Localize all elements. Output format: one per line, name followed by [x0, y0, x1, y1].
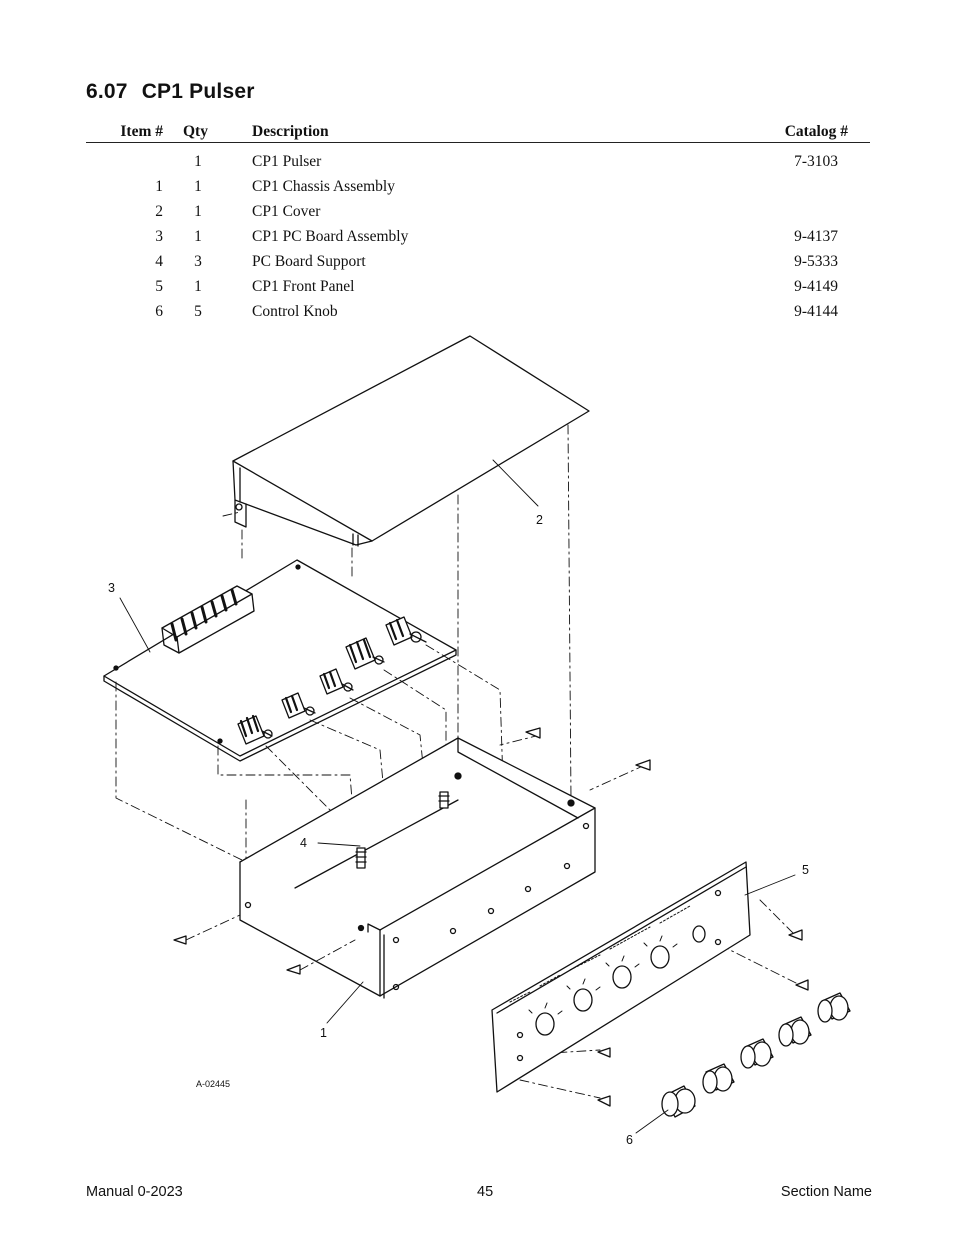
header-description: Description — [252, 123, 329, 140]
control-knob — [661, 1085, 696, 1118]
footer-manual: Manual 0-2023 — [86, 1184, 183, 1200]
pc-board-support — [355, 791, 450, 869]
cell-description: CP1 PC Board Assembly — [252, 228, 409, 245]
callout-leaders — [119, 459, 796, 1134]
header-qty: Qty — [183, 123, 208, 140]
cell-description: CP1 Front Panel — [252, 278, 355, 295]
pc-board-part — [103, 559, 457, 762]
terminal-strip — [161, 585, 255, 654]
potentiometer — [281, 692, 316, 719]
cell-item: 2 — [155, 203, 163, 220]
cell-catalog: 7-3103 — [794, 153, 838, 170]
cell-qty: 5 — [194, 303, 202, 320]
potentiometer — [345, 637, 385, 670]
table-row: 2 1 CP1 Cover — [86, 200, 870, 225]
callout-4: 4 — [300, 836, 307, 850]
cell-qty: 1 — [194, 178, 202, 195]
cell-description: Control Knob — [252, 303, 338, 320]
section-title: CP1 Pulser — [141, 80, 255, 103]
control-knob — [702, 1063, 735, 1094]
screw-icon — [173, 727, 809, 1107]
callout-2: 2 — [536, 513, 543, 527]
header-item: Item # — [120, 123, 163, 140]
control-knob — [740, 1038, 774, 1069]
parts-list-table: Item # Qty Description Catalog # 1 CP1 P… — [86, 120, 870, 325]
cell-item: 5 — [155, 278, 163, 295]
cell-item: 1 — [155, 178, 163, 195]
cell-qty: 3 — [194, 253, 202, 270]
callout-6: 6 — [626, 1133, 633, 1147]
cell-qty: 1 — [194, 153, 202, 170]
header-catalog: Catalog # — [784, 123, 848, 140]
callout-5: 5 — [802, 863, 809, 877]
cell-qty: 1 — [194, 203, 202, 220]
control-knob — [778, 1016, 812, 1047]
section-number: 6.07 — [86, 80, 128, 103]
table-row: 3 1 CP1 PC Board Assembly 9-4137 — [86, 225, 870, 250]
cell-catalog: 9-4149 — [794, 278, 838, 295]
footer-section-name: Section Name — [780, 1184, 872, 1200]
section-heading: 6.07 CP1 Pulser — [86, 80, 255, 104]
potentiometer — [237, 714, 273, 745]
cell-item: 6 — [155, 303, 163, 320]
cell-description: CP1 Cover — [252, 203, 321, 220]
cell-description: CP1 Pulser — [252, 153, 322, 170]
callout-3: 3 — [108, 581, 115, 595]
cell-catalog: 9-4144 — [794, 303, 838, 320]
cover-part — [232, 335, 590, 547]
cell-catalog: 9-5333 — [794, 253, 838, 270]
cell-description: PC Board Support — [252, 253, 366, 270]
table-row: 1 1 CP1 Chassis Assembly — [86, 175, 870, 200]
table-row: 5 1 CP1 Front Panel 9-4149 — [86, 275, 870, 300]
control-knob — [817, 992, 851, 1023]
cell-item: 3 — [155, 228, 163, 245]
table-row: 6 5 Control Knob 9-4144 — [86, 300, 870, 325]
table-row: 1 CP1 Pulser 7-3103 — [86, 150, 870, 175]
exploded-view-diagram — [103, 335, 851, 1134]
potentiometer — [319, 668, 354, 695]
cell-item: 4 — [155, 253, 163, 270]
table-row: 4 3 PC Board Support 9-5333 — [86, 250, 870, 275]
footer-page-number: 45 — [477, 1184, 494, 1200]
chassis-part — [239, 737, 596, 999]
cell-qty: 1 — [194, 278, 202, 295]
cell-qty: 1 — [194, 228, 202, 245]
cell-description: CP1 Chassis Assembly — [252, 178, 395, 195]
drawing-number: A-02445 — [196, 1079, 231, 1089]
front-panel-part — [491, 861, 751, 1093]
callout-1: 1 — [320, 1026, 327, 1040]
toggle-switch — [385, 616, 427, 646]
cell-catalog: 9-4137 — [794, 228, 838, 245]
table-header: Item # Qty Description Catalog # — [86, 120, 870, 143]
